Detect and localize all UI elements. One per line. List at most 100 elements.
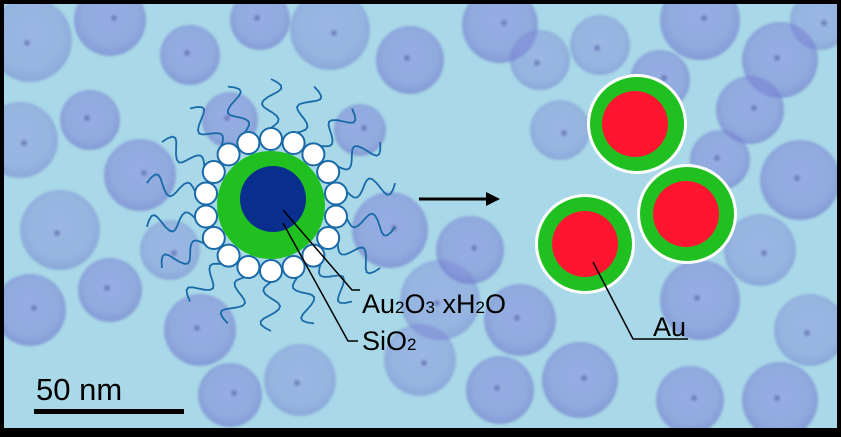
background-nanoparticle [198, 363, 262, 427]
background-nanoparticle [656, 366, 724, 434]
background-nanoparticle [436, 216, 504, 284]
au-sio2-particle-top [587, 74, 687, 174]
background-nanoparticle-core [494, 385, 500, 391]
surfactant-heads [194, 127, 348, 283]
background-nanoparticle [264, 344, 336, 416]
scale-bar-label: 50 nm [36, 372, 122, 407]
surfactant-tail [146, 211, 196, 233]
background-nanoparticle-core [471, 245, 477, 251]
background-nanoparticle-core [194, 325, 200, 331]
background-nanoparticle [164, 294, 236, 366]
background-nanoparticle-core [361, 125, 367, 131]
background-nanoparticle [790, 0, 841, 50]
background-nanoparticle [760, 140, 840, 220]
background-nanoparticle-core [761, 250, 767, 256]
background-nanoparticle-core [794, 175, 800, 181]
background-nanoparticle-core [434, 300, 440, 306]
background-nanoparticle [510, 30, 570, 90]
background-nanoparticle-core [561, 130, 567, 136]
surfactant-head [259, 259, 283, 283]
surfactant-head [301, 142, 326, 167]
background-nanoparticle-core [254, 15, 260, 21]
surfactant-tail [320, 108, 357, 148]
micelle-schematic [146, 78, 396, 332]
surfactant-tail [291, 276, 316, 325]
background-nanoparticle [0, 0, 72, 82]
surfactant-tail [346, 212, 396, 237]
background-nanoparticle [160, 25, 220, 85]
au-leader-line [592, 261, 688, 340]
background-nanoparticle-core [694, 295, 700, 301]
surfactant-tail [189, 106, 224, 147]
surfactant-tail [219, 276, 246, 325]
background-nanoparticle-core [714, 155, 720, 161]
surfactant-tail [296, 85, 323, 134]
background-nanoparticle-core [231, 390, 237, 396]
background-nanoparticle [570, 15, 630, 75]
background-nanoparticle-core [54, 230, 60, 236]
background-nanoparticle [74, 0, 146, 56]
au-sio2-particle-right [637, 164, 737, 264]
surfactant-head [216, 142, 241, 167]
background-nanoparticle-core [224, 115, 230, 121]
surfactant-tail [146, 173, 196, 198]
background-nanoparticle [20, 190, 100, 270]
background-nanoparticle-core [111, 15, 117, 21]
surfactant-head [324, 181, 348, 206]
background-nanoparticle-core [331, 30, 337, 36]
surfactant-tails [146, 78, 396, 332]
background-nanoparticle-core [751, 105, 757, 111]
surfactant-tail [185, 262, 222, 302]
background-nanoparticle [60, 90, 120, 150]
surfactant-head [281, 131, 306, 155]
background-nanoparticle-core [184, 50, 190, 56]
scale-bar [34, 409, 184, 414]
background-nanoparticle-core [701, 15, 707, 21]
background-nanoparticle [140, 220, 200, 280]
background-nanoparticle-core [104, 285, 110, 291]
surfactant-head [316, 160, 341, 184]
background-nanoparticle [376, 26, 444, 94]
background-nanoparticle [0, 102, 58, 178]
surfactant-head [236, 131, 261, 155]
background-nanoparticle [290, 0, 370, 70]
surfactant-head [216, 243, 241, 268]
background-nanoparticle-core [594, 45, 600, 51]
au2o3-leader-line [282, 209, 360, 291]
background-nanoparticle-core [24, 40, 30, 46]
background-nanoparticle [542, 342, 618, 418]
sio2-leader-line [282, 222, 358, 342]
surfactant-tail [226, 85, 251, 134]
surfactant-head [316, 226, 341, 250]
background-nanoparticle-core [804, 330, 810, 336]
background-nanoparticle-core [171, 250, 177, 256]
surfactant-tail [161, 135, 206, 167]
background-nanoparticle [384, 324, 456, 396]
au2o3-core [240, 166, 306, 232]
background-nanoparticle [230, 0, 290, 50]
surfactant-tail [259, 281, 282, 332]
au-label: Au [653, 312, 686, 342]
background-nanoparticle-core [31, 305, 37, 311]
surfactant-tail [318, 263, 353, 304]
surfactant-tail [346, 177, 396, 199]
surfactant-tail [336, 243, 381, 275]
background-nanoparticle [334, 104, 386, 156]
surfactant-head [259, 127, 283, 151]
background-nanoparticle-core [661, 75, 667, 81]
background-nanoparticle-core [581, 375, 587, 381]
right-arrow-icon [419, 192, 500, 206]
background-nanoparticle [466, 356, 534, 424]
background-nanoparticle [484, 284, 556, 356]
surfactant-head [324, 204, 348, 229]
au2o3-label: Au2O3 xH2O [362, 289, 506, 319]
sio2-label: SiO2 [362, 326, 416, 356]
surfactant-head [236, 255, 261, 279]
background-nanoparticle [660, 0, 740, 60]
background-nanoparticle [716, 76, 784, 144]
background-nanoparticle [724, 214, 796, 286]
background-nanoparticle-core [404, 55, 410, 61]
